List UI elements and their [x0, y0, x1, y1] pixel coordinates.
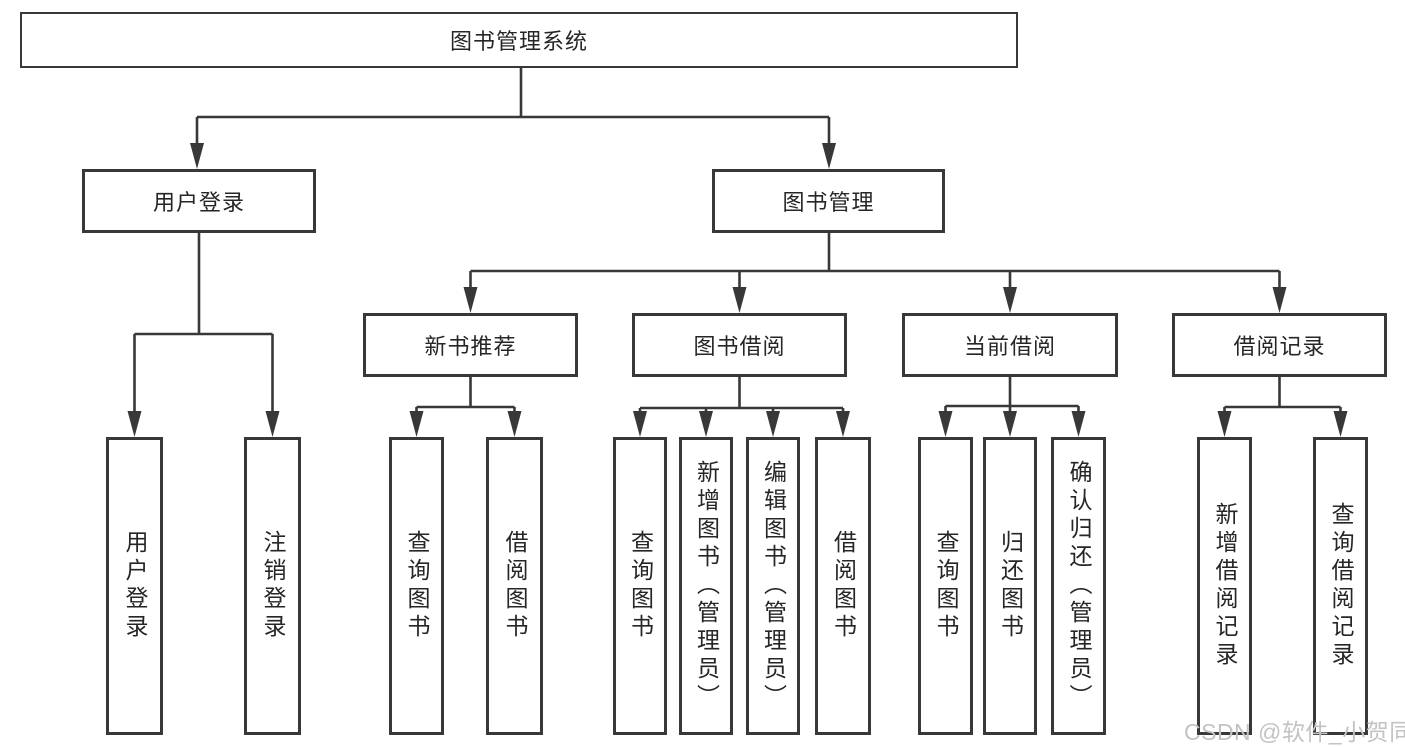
node-book-borrow: 图书借阅: [632, 313, 847, 377]
leaf-user-login: 用户登录: [106, 437, 163, 735]
leaf-borrow-book-1: 借阅图书: [486, 437, 543, 735]
leaf-return-book-label: 归还图书: [997, 530, 1024, 642]
leaf-query-book-2: 查询图书: [613, 437, 667, 735]
leaf-return-book: 归还图书: [983, 437, 1037, 735]
leaf-query-book-1: 查询图书: [389, 437, 444, 735]
node-book-borrow-label: 图书借阅: [693, 334, 786, 359]
node-book-management: 图书管理: [712, 169, 945, 233]
connector-user-login-to-leaves: [127, 233, 280, 437]
leaf-logout-label: 注销登录: [260, 530, 286, 642]
leaf-add-book-admin: 新增图书（管理员）: [679, 437, 733, 735]
node-root-label: 图书管理系统: [449, 29, 588, 54]
node-book-management-label: 图书管理: [782, 190, 875, 215]
leaf-add-borrow-record: 新增借阅记录: [1197, 437, 1252, 735]
node-new-book-recommend: 新书推荐: [363, 313, 578, 377]
connector-book-borrow-to-leaves: [633, 377, 850, 437]
connector-current-borrow-to-leaves: [938, 377, 1086, 437]
connector-new-book-rec-to-leaves: [409, 377, 522, 437]
node-current-borrow: 当前借阅: [902, 313, 1118, 377]
leaf-borrow-book-1-label: 借阅图书: [502, 530, 528, 642]
leaf-add-book-admin-label: 新增图书（管理员）: [693, 460, 720, 712]
leaf-query-book-1-label: 查询图书: [404, 530, 430, 642]
node-user-login-label: 用户登录: [152, 190, 245, 215]
node-root: 图书管理系统: [20, 12, 1018, 68]
leaf-query-book-2-label: 查询图书: [627, 530, 654, 642]
connector-borrow-records-to-leaves: [1217, 377, 1348, 437]
node-borrow-records-label: 借阅记录: [1233, 334, 1326, 359]
leaf-query-book-3: 查询图书: [918, 437, 973, 735]
csdn-watermark: CSDN @软件_小贺同学: [1184, 719, 1405, 745]
leaf-confirm-return-admin-label: 确认归还（管理员）: [1066, 460, 1092, 712]
leaf-borrow-book-2: 借阅图书: [815, 437, 871, 735]
leaf-query-borrow-record-label: 查询借阅记录: [1328, 502, 1354, 670]
leaf-user-login-label: 用户登录: [122, 530, 148, 642]
node-user-login: 用户登录: [82, 169, 316, 233]
node-new-book-recommend-label: 新书推荐: [424, 334, 517, 359]
leaf-confirm-return-admin: 确认归还（管理员）: [1051, 437, 1106, 735]
node-borrow-records: 借阅记录: [1172, 313, 1387, 377]
leaf-edit-book-admin-label: 编辑图书（管理员）: [760, 460, 787, 712]
leaf-query-borrow-record: 查询借阅记录: [1313, 437, 1368, 735]
connector-root-to-level1: [190, 68, 836, 169]
connector-book-mgmt-to-level2: [463, 233, 1287, 313]
leaf-borrow-book-2-label: 借阅图书: [830, 530, 857, 642]
leaf-query-book-3-label: 查询图书: [933, 530, 959, 642]
leaf-logout: 注销登录: [244, 437, 301, 735]
leaf-add-borrow-record-label: 新增借阅记录: [1212, 502, 1238, 670]
leaf-edit-book-admin: 编辑图书（管理员）: [746, 437, 800, 735]
node-current-borrow-label: 当前借阅: [963, 334, 1056, 359]
